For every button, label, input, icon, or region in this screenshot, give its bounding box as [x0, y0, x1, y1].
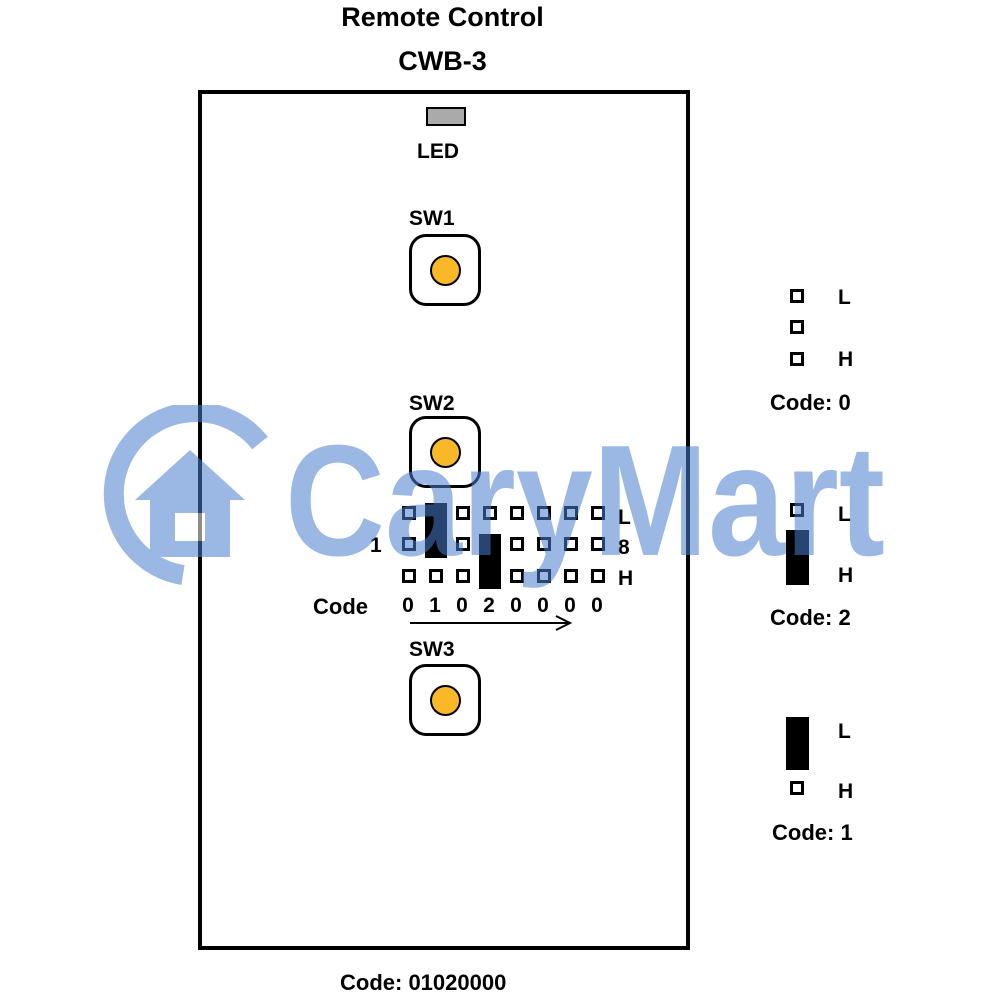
dip-pin [402, 506, 416, 520]
bottom-code: Code: 01020000 [340, 970, 507, 995]
dip-pin [564, 537, 578, 551]
dip-pin [591, 537, 605, 551]
dip-pin [510, 569, 524, 583]
dip-pin [510, 506, 524, 520]
title-line-2: CWB-3 [398, 46, 487, 76]
title-line-1: Remote Control [341, 2, 544, 32]
dip-code-digit: 0 [564, 594, 576, 617]
legend-0-code: Code: 0 [770, 390, 851, 415]
legend-0-label-l: L [838, 286, 851, 309]
legend-0-pin-top [790, 289, 804, 303]
dip-code-digit: 0 [510, 594, 522, 617]
dip-code-label: Code [313, 594, 368, 619]
legend-2-code: Code: 2 [770, 605, 851, 630]
dip-label-h: H [618, 567, 634, 590]
dip-code-digit: 2 [483, 594, 495, 617]
dip-pin [510, 537, 524, 551]
legend-2-jumper [786, 530, 809, 585]
direction-arrow [410, 615, 573, 631]
sw3-button-cap [429, 684, 461, 716]
dip-pin [456, 537, 470, 551]
dip-code-digit: 0 [456, 594, 468, 617]
sw2-label: SW2 [409, 392, 455, 415]
dip-pin [456, 506, 470, 520]
dip-code-digit: 1 [429, 594, 441, 617]
legend-0-pin-bottom [790, 352, 804, 366]
sw2-button[interactable] [409, 416, 481, 488]
dip-pin [564, 506, 578, 520]
dip-pin [591, 569, 605, 583]
sw1-button[interactable] [409, 234, 481, 306]
legend-2-label-l: L [838, 503, 851, 526]
dip-code-digit: 0 [402, 594, 414, 617]
dip-jumper-pos-4[interactable] [479, 534, 501, 589]
legend-1-jumper [786, 717, 809, 770]
legend-1-label-h: H [838, 780, 854, 803]
dip-pin [483, 506, 497, 520]
led-label: LED [417, 140, 459, 163]
sw3-button[interactable] [409, 664, 481, 736]
dip-pin [402, 569, 416, 583]
dip-pin [591, 506, 605, 520]
legend-1-label-l: L [838, 720, 851, 743]
legend-1-code: Code: 1 [772, 820, 853, 845]
legend-0-pin-mid [790, 320, 804, 334]
dip-pin [456, 569, 470, 583]
dip-label-8: 8 [618, 536, 630, 559]
dip-jumper-pos-2[interactable] [425, 503, 447, 558]
sw1-button-cap [429, 254, 461, 286]
dip-label-l: L [618, 506, 631, 529]
dip-left-label: 1 [370, 534, 382, 557]
legend-2-label-h: H [838, 564, 854, 587]
dip-pin [402, 537, 416, 551]
dip-pin [429, 569, 443, 583]
led-indicator [426, 107, 466, 126]
sw1-label: SW1 [409, 207, 455, 230]
dip-code-digit: 0 [537, 594, 549, 617]
legend-0-label-h: H [838, 348, 854, 371]
dip-pin [537, 569, 551, 583]
dip-code-digit: 0 [591, 594, 603, 617]
legend-1-pin-bottom [790, 781, 804, 795]
sw2-button-cap [429, 436, 461, 468]
dip-pin [537, 537, 551, 551]
legend-2-pin-top [790, 503, 804, 517]
dip-pin [537, 506, 551, 520]
dip-pin [564, 569, 578, 583]
sw3-label: SW3 [409, 638, 455, 661]
